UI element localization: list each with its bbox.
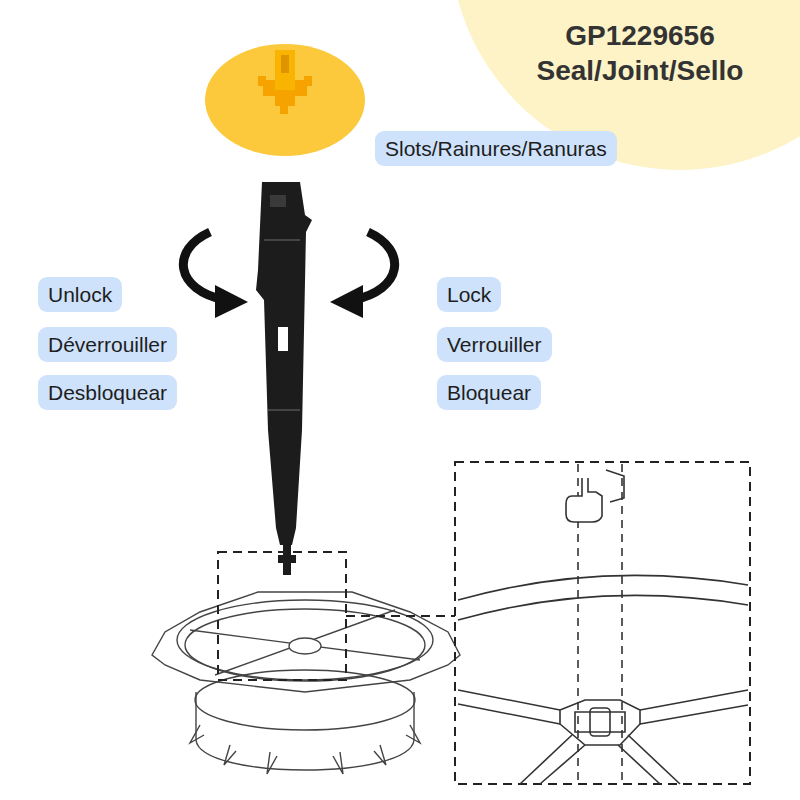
title: GP1229656 Seal/Joint/Sello [500,18,780,88]
pill-text: Verrouiller [447,333,542,356]
rotation-arrows [183,232,394,318]
pill-text: Unlock [48,283,112,306]
label-pill: Déverrouiller [38,327,177,362]
strainer-basket [152,592,460,774]
label-pill: Verrouiller [437,327,552,362]
detail-view [458,464,748,784]
pill-text: Déverrouiller [48,333,167,356]
pill-text: Lock [447,283,491,306]
label-pill: Desbloquear [38,375,177,410]
label-pill: Unlock [38,277,122,312]
detail-callout [218,462,750,784]
pill-text: Desbloquear [48,381,167,404]
label-pill: Lock [437,277,501,312]
pill-text: Slots/Rainures/Ranuras [385,137,607,160]
label-pill: Bloquear [437,375,541,410]
seal [205,44,365,156]
shaft [256,182,312,575]
pill-text: Bloquear [447,381,531,404]
label-pill: Slots/Rainures/Ranuras [375,131,617,166]
